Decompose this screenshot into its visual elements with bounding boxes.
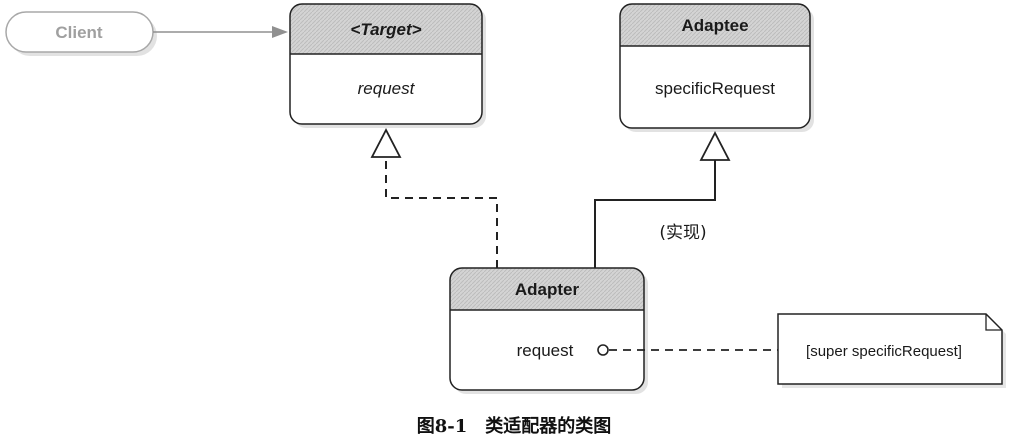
target-class: <Target> request — [289, 3, 486, 128]
adaptee-class-name: Adaptee — [681, 16, 748, 35]
target-triangle-arrowhead — [370, 128, 402, 158]
client-target-association — [153, 26, 288, 38]
realization-label: (实现) — [659, 223, 706, 243]
target-class-name: <Target> — [350, 20, 421, 39]
adapter-method: request — [517, 341, 574, 360]
client-label: Client — [55, 23, 103, 42]
figure-caption: 图8-1 类适配器的类图 — [417, 415, 612, 437]
implementation-note: [super specificRequest] — [777, 313, 1006, 388]
client-box: Client — [5, 11, 157, 56]
adapter-class: Adapter request — [449, 267, 648, 394]
adapter-target-realization — [370, 128, 498, 268]
method-anchor-circle — [597, 344, 609, 356]
adaptee-triangle-arrowhead — [699, 131, 731, 161]
adapter-class-name: Adapter — [515, 280, 580, 299]
adaptee-method: specificRequest — [655, 79, 775, 98]
target-method: request — [358, 79, 416, 98]
note-text: [super specificRequest] — [806, 343, 962, 360]
adaptee-class: Adaptee specificRequest — [619, 3, 814, 132]
adapter-adaptee-inheritance — [594, 131, 731, 268]
